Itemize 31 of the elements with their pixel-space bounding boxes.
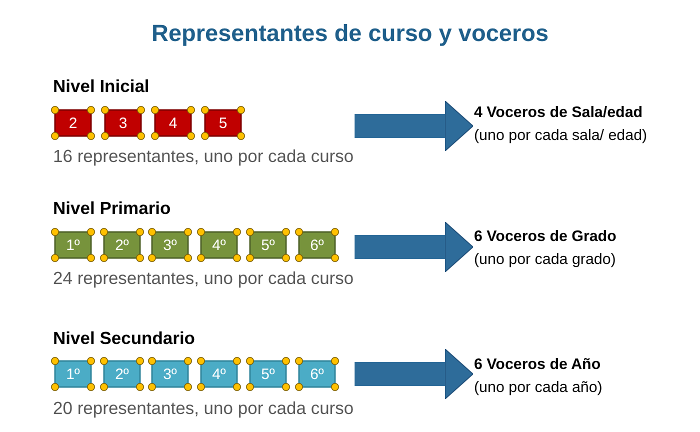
spokespeople-heading: 6 Voceros de Año — [474, 355, 602, 375]
course-tile: 3º — [148, 228, 192, 262]
representatives-caption: 24 representantes, uno por cada curso — [53, 267, 354, 289]
spokespeople-note: (uno por cada año) — [474, 378, 602, 398]
course-tile: 2 — [51, 106, 95, 140]
course-tile: 1º — [51, 357, 95, 391]
course-tile: 5 — [201, 106, 245, 140]
course-tile: 1º — [51, 228, 95, 262]
course-tile: 3 — [101, 106, 145, 140]
spokespeople-note: (uno por cada sala/ edad) — [474, 126, 648, 146]
level-heading: Nivel Secundario — [53, 327, 195, 349]
spokespeople-heading: 4 Voceros de Sala/edad — [474, 103, 644, 123]
course-tile: 4º — [197, 357, 241, 391]
level-heading: Nivel Primario — [53, 197, 171, 219]
course-tile: 5º — [246, 228, 290, 262]
representatives-caption: 20 representantes, uno por cada curso — [53, 397, 354, 419]
course-tile: 6º — [295, 228, 339, 262]
representatives-caption: 16 representantes, uno por cada curso — [53, 145, 354, 167]
course-tile: 4º — [197, 228, 241, 262]
block-arrow — [354, 222, 474, 272]
course-tile: 4 — [151, 106, 195, 140]
course-tile: 3º — [148, 357, 192, 391]
course-tile: 2º — [100, 357, 144, 391]
block-arrow — [354, 100, 474, 152]
level-heading: Nivel Inicial — [53, 75, 150, 97]
course-tile: 5º — [246, 357, 290, 391]
spokespeople-note: (uno por cada grado) — [474, 250, 616, 270]
title: Representantes de curso y voceros — [151, 19, 549, 47]
course-tile: 6º — [295, 357, 339, 391]
spokespeople-heading: 6 Voceros de Grado — [474, 227, 616, 247]
course-tile: 2º — [100, 228, 144, 262]
